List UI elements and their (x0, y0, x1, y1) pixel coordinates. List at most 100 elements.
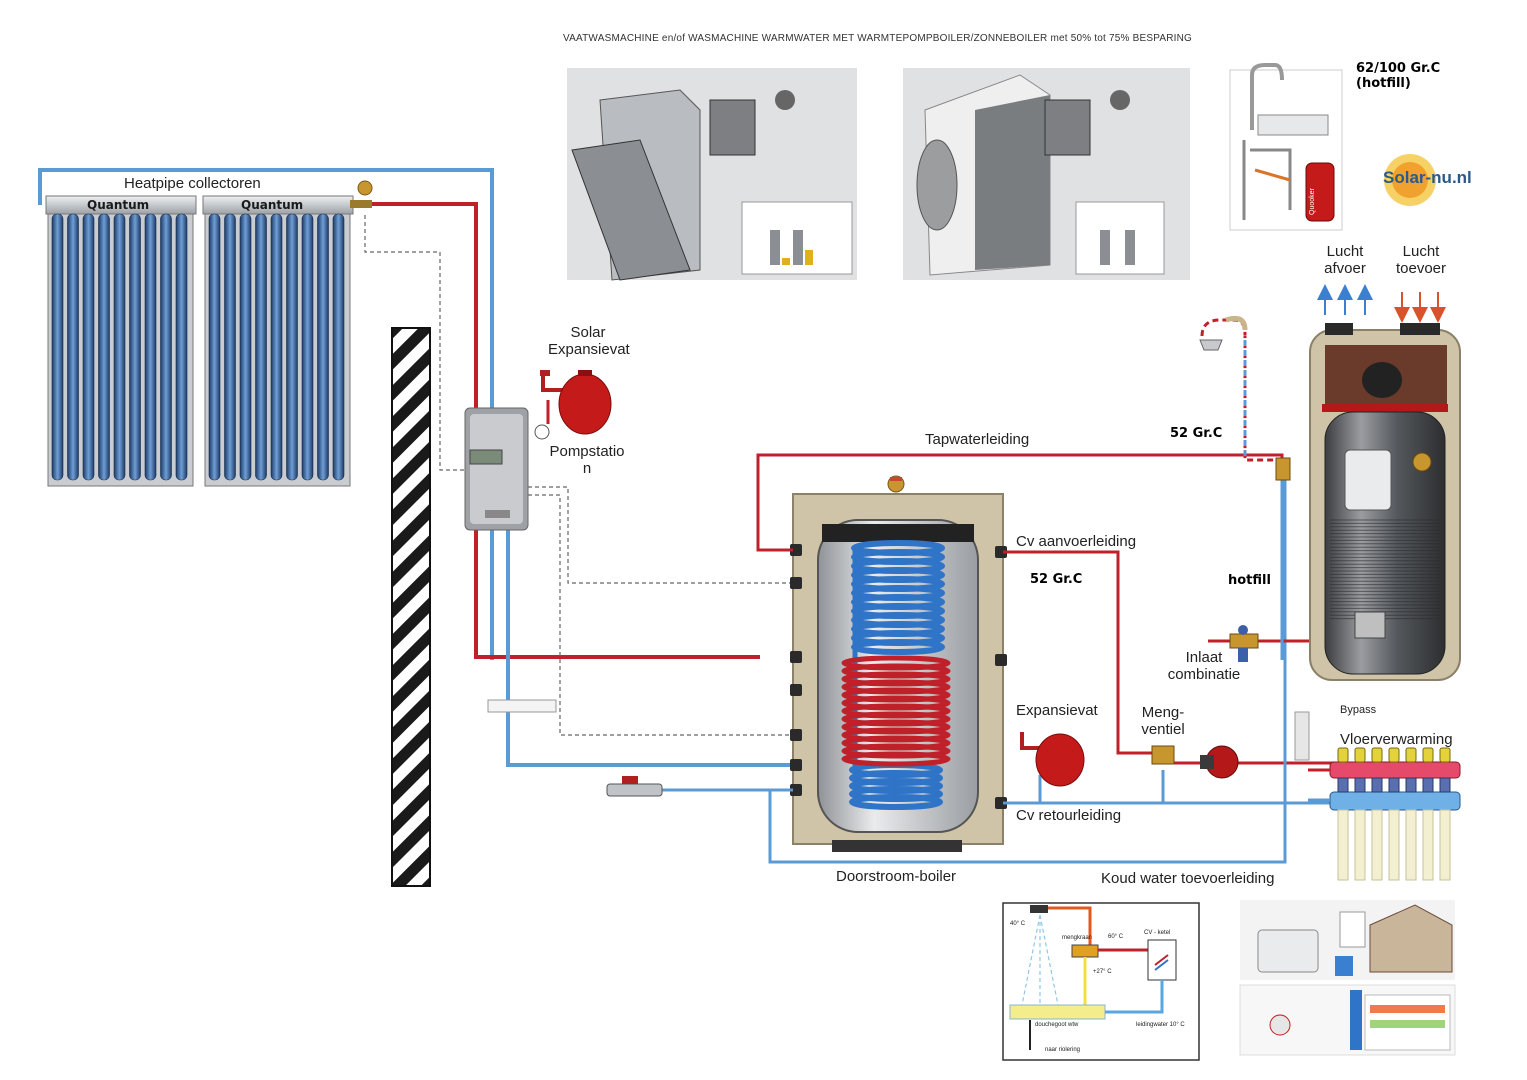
drain-valve (606, 776, 663, 797)
air-exhaust-label: Lucht afvoer (1324, 243, 1366, 278)
vacuum-tube (317, 213, 329, 481)
shower-head-icon (1199, 339, 1223, 351)
solar-nu-logo (1384, 154, 1436, 206)
cold-water-label: Koud water toevoerleiding (1101, 870, 1275, 887)
vacuum-tube (255, 213, 267, 481)
sensor-cable (364, 215, 468, 471)
mains-label: leidingwater 10° C (1136, 1022, 1185, 1028)
expansion-label: Expansievat (1016, 702, 1098, 719)
tank-connection (790, 784, 802, 796)
coil-turn (849, 794, 943, 810)
vacuum-tube (51, 213, 64, 481)
heat-pump-boiler (1309, 323, 1461, 681)
app-screenshot (1239, 984, 1456, 1056)
air-supply-arrows (1394, 292, 1446, 323)
vacuum-tube (160, 213, 172, 481)
vacuum-tube (301, 213, 314, 481)
vacuum-tube (208, 213, 221, 481)
solar-expansion-label: Solar Expansievat (548, 324, 630, 359)
temperature-tank-label: 52 Gr.C (1030, 572, 1083, 587)
air-vent-icon (357, 180, 373, 196)
vacuum-tube (224, 213, 236, 481)
vacuum-tube (332, 213, 345, 481)
sensor-cable-3 (528, 494, 800, 736)
manifold-valve (1371, 747, 1383, 763)
tmv-valve (1275, 457, 1291, 481)
buffer-tank (792, 475, 1004, 852)
vacuum-tube (239, 213, 252, 481)
tank-connection (790, 759, 802, 771)
bypass-label: Bypass (1340, 704, 1377, 716)
hotfill-label: hotfill (1228, 573, 1271, 588)
tank-connection (995, 654, 1007, 666)
vacuum-tube (67, 213, 79, 481)
manifold-valve (1337, 747, 1349, 763)
page-title: VAATWASMACHINE en/of WASMACHINE WARMWATE… (563, 33, 1192, 44)
quooker-temp-label: 62/100 Gr.C (hotfill) (1356, 61, 1441, 91)
inlet-combination-label: Inlaat combinatie (1167, 649, 1241, 684)
pressure-gauge-icon (534, 424, 550, 440)
tank-connection (790, 651, 802, 663)
inlet-combination (1229, 625, 1259, 662)
circulation-pump (1200, 745, 1239, 779)
pump-station (464, 407, 550, 531)
cv-expansion-vessel (1020, 732, 1085, 787)
collector-panel-right (202, 195, 354, 487)
preheat-temp-label: +27° C (1093, 969, 1112, 975)
pump-station-label: Pompstatio n (549, 443, 625, 478)
tank-connection (790, 577, 802, 589)
solar-return-pipe (506, 530, 800, 767)
quooker-image (1229, 63, 1343, 231)
air-exhaust-arrows (1317, 284, 1373, 315)
shower-temp-label: 40° C (1010, 921, 1026, 927)
vacuum-tube (98, 213, 110, 481)
collector-brand-left: Quantum (87, 198, 150, 212)
sensor-cable-2 (528, 486, 800, 584)
vacuum-tube (129, 213, 141, 481)
mixer-label: mengkraan (1062, 935, 1093, 941)
cv-return-label: Cv retourleiding (1016, 807, 1122, 824)
solar-expansion-vessel (540, 370, 612, 435)
collector-panel-left (45, 195, 197, 487)
cv-supply-label: Cv aanvoerleiding (1016, 533, 1137, 550)
heatpipe-collectors (38, 168, 494, 660)
vacuum-tube (175, 213, 188, 481)
hot-temp-label: 60° C (1108, 934, 1124, 940)
floor-heating-label: Vloerverwarming (1340, 731, 1453, 748)
manifold-valve (1354, 747, 1366, 763)
manifold-valve (1388, 747, 1400, 763)
mixing-valve (1151, 745, 1175, 765)
house-wall (391, 327, 431, 887)
floor-heating-manifold (1294, 711, 1461, 881)
collector-brand-right: Quantum (241, 198, 304, 212)
tank-connection (790, 684, 802, 696)
tank-connection (790, 729, 802, 741)
quooker-brand: Quooker (1309, 188, 1316, 215)
logo-text: Solar-nu.nl (1383, 168, 1472, 187)
air-supply-label: Lucht toevoer (1395, 243, 1447, 278)
boiler-label: CV - ketel (1144, 930, 1171, 936)
collectors-title: Heatpipe collectoren (124, 175, 261, 192)
manifold-valve (1422, 747, 1434, 763)
vacuum-tube (144, 213, 157, 481)
temperature-heatpump-label: 52 Gr.C (1170, 426, 1223, 441)
vacuum-tube (82, 213, 95, 481)
tank-connection (995, 546, 1007, 558)
flow-boiler-label: Doorstroom-boiler (836, 868, 957, 885)
shower-heat-recovery-diagram (1002, 902, 1200, 1061)
tank-connection (995, 797, 1007, 809)
mixing-valve-label: Meng- ventiel (1141, 704, 1185, 739)
vacuum-tube (113, 213, 126, 481)
manifold-valve (1439, 747, 1451, 763)
tapwater-label: Tapwaterleiding (925, 431, 1030, 448)
washing-machine-image (903, 68, 1190, 280)
dishwasher-image (567, 68, 857, 281)
manifold-valve (1405, 747, 1417, 763)
vacuum-tube (286, 213, 298, 481)
vacuum-tube (270, 213, 283, 481)
sewer-label: naar riolering (1045, 1047, 1081, 1053)
smart-home-screenshot (1240, 900, 1455, 980)
drain-label: douchegoot wtw (1035, 1022, 1079, 1028)
tank-connection (790, 544, 802, 556)
